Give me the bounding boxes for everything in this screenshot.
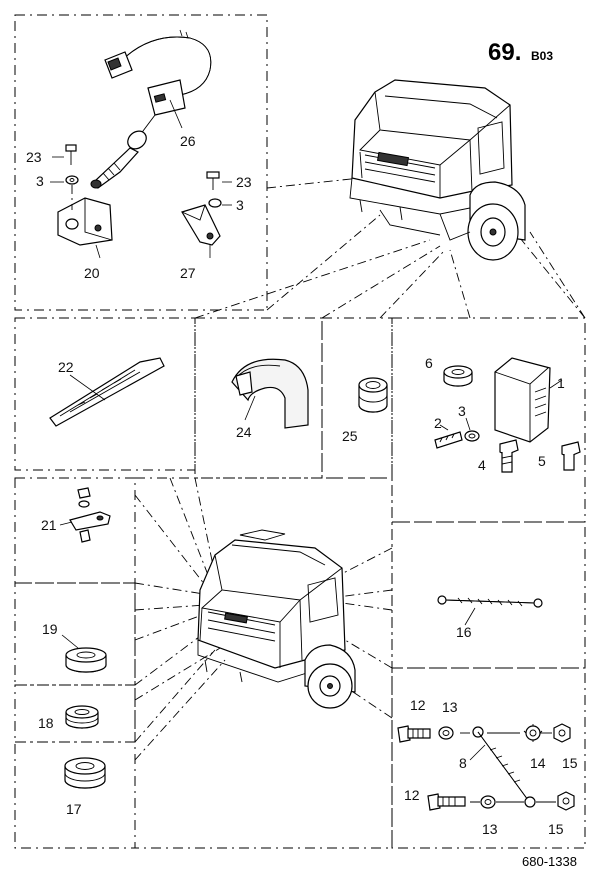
control-unit-assembly [434, 357, 581, 473]
clip-part-21 [59, 487, 111, 543]
grommet-part-18 [65, 705, 99, 729]
group-box-grommet-17 [14, 741, 136, 849]
group-box-edge-protector [194, 317, 323, 479]
section-code: B03 [531, 49, 553, 63]
group-box-clip-21 [14, 477, 136, 584]
callout-5: 5 [538, 453, 546, 469]
callout-8: 8 [459, 755, 467, 771]
callout-19: 19 [42, 621, 58, 637]
callout-12: 12 [404, 787, 420, 803]
cable-tie-part-22 [49, 357, 165, 427]
callout-13: 13 [442, 699, 458, 715]
group-box-wiring-harness [14, 14, 268, 311]
callout-4: 4 [478, 457, 486, 473]
callout-23: 23 [26, 149, 42, 165]
truck-cab-main-view [197, 529, 356, 709]
edge-protector-part-24 [231, 358, 309, 429]
callout-13: 13 [482, 821, 498, 837]
callout-27: 27 [180, 265, 196, 281]
wiring-harness-part-26 [90, 29, 212, 189]
grommet-part-19 [61, 634, 107, 673]
callout-24: 24 [236, 424, 252, 440]
callout-12: 12 [410, 697, 426, 713]
group-box-control-unit [391, 317, 586, 523]
callout-3: 3 [36, 173, 44, 189]
grommet-part-25 [358, 377, 388, 413]
callout-20: 20 [84, 265, 100, 281]
callout-6: 6 [425, 355, 433, 371]
callout-3: 3 [236, 197, 244, 213]
grommet-part-17 [64, 757, 106, 789]
callout-15: 15 [562, 755, 578, 771]
callout-3: 3 [458, 403, 466, 419]
bracket-part-20 [50, 144, 113, 259]
ground-strap-assembly [397, 723, 575, 811]
drawing-code: 680-1338 [522, 854, 577, 869]
strap-part-16 [437, 595, 543, 626]
page-number: 69. [488, 39, 521, 66]
callout-21: 21 [41, 517, 57, 533]
leader-lines [134, 177, 586, 761]
callout-23: 23 [236, 174, 252, 190]
callout-14: 14 [530, 755, 546, 771]
callout-26: 26 [180, 133, 196, 149]
callout-25: 25 [342, 428, 358, 444]
group-box-strap-16 [391, 521, 586, 669]
callout-22: 22 [58, 359, 74, 375]
callout-1: 1 [557, 375, 565, 391]
callout-15: 15 [548, 821, 564, 837]
callout-2: 2 [434, 415, 442, 431]
clip-part-27 [181, 171, 232, 258]
truck-cab-overview [349, 79, 526, 261]
callout-16: 16 [456, 624, 472, 640]
callout-17: 17 [66, 801, 82, 817]
callout-18: 18 [38, 715, 54, 731]
